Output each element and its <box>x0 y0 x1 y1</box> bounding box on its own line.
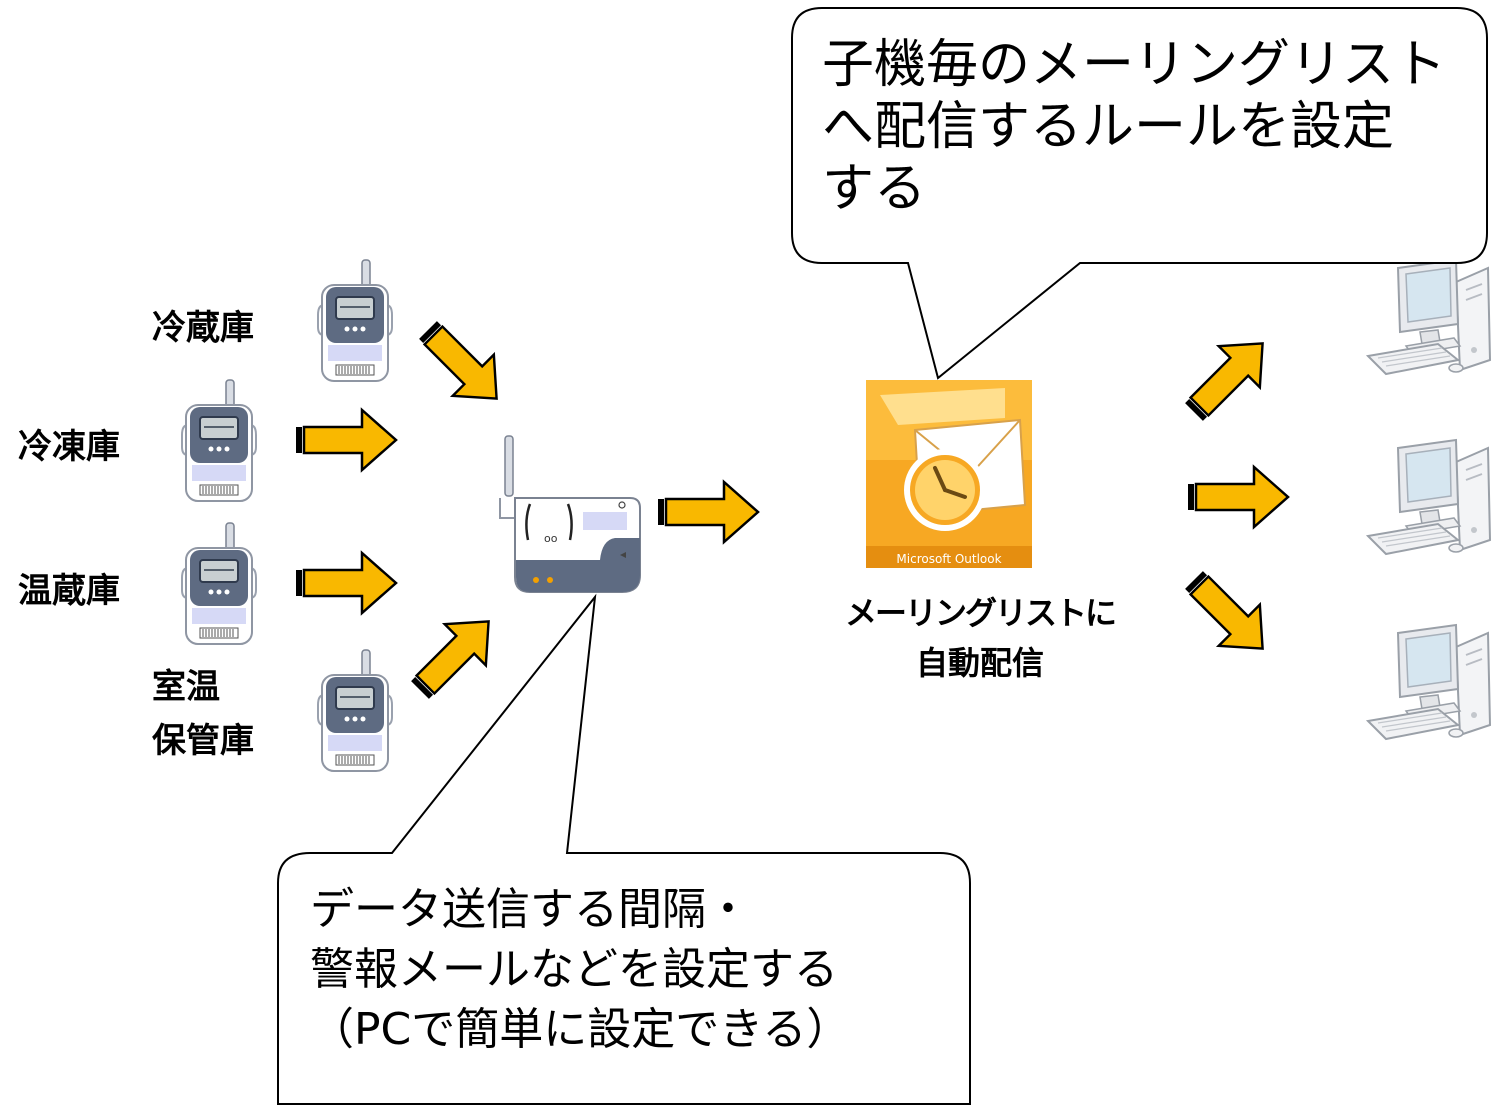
pc-icon <box>1367 259 1491 375</box>
base-station-icon: oo <box>499 435 641 593</box>
sensor-label-warmer: 温蔵庫 <box>18 571 120 611</box>
top-callout-text: 子機毎のメーリングリスト へ配信するルールを設定 する <box>822 34 1446 220</box>
bottom-callout-balloon <box>277 593 971 1105</box>
pc-icon <box>1367 439 1491 555</box>
bottom-callout-line2: 警報メールなどを設定する <box>310 944 838 995</box>
arrow-icon <box>406 308 519 421</box>
sensor-label-room-temp-line2: 保管庫 <box>152 721 254 761</box>
top-callout-line3: する <box>822 159 927 219</box>
sensor-label-room-temp-line1: 室温 <box>152 667 220 707</box>
outlook-caption-line1: メーリングリストに <box>844 594 1117 632</box>
pc-icon <box>1367 624 1491 740</box>
outlook-caption-line2: 自動配信 <box>915 644 1044 682</box>
top-callout-line1: 子機毎のメーリングリスト <box>822 35 1447 95</box>
arrow-icon <box>1186 465 1290 529</box>
sensor-label-freezer: 冷凍庫 <box>18 427 120 467</box>
svg-text:oo: oo <box>544 532 558 545</box>
data-logger-icon <box>317 649 393 772</box>
arrow-icon <box>398 599 511 712</box>
outlook-logo-text: Microsoft Outlook <box>896 552 1001 566</box>
arrow-icon <box>656 480 760 544</box>
bottom-callout-text: データ送信する間隔・ 警報メールなどを設定する （PCで簡単に設定できる） <box>310 880 850 1060</box>
top-callout-line2: へ配信するルールを設定 <box>822 97 1395 157</box>
data-logger-icon <box>181 522 257 645</box>
data-logger-icon <box>181 379 257 502</box>
arrow-icon <box>1172 558 1285 671</box>
outlook-icon: Microsoft Outlook <box>866 380 1032 568</box>
top-callout-balloon <box>791 7 1488 380</box>
data-logger-icon <box>317 259 393 382</box>
bottom-callout-line1: データ送信する間隔・ <box>310 884 750 935</box>
arrow-icon <box>1172 321 1285 434</box>
sensor-label-refrigerator: 冷蔵庫 <box>152 308 254 348</box>
bottom-callout-line3: （PCで簡単に設定できる） <box>310 1004 851 1055</box>
arrow-icon <box>294 408 398 472</box>
arrow-icon <box>294 551 398 615</box>
